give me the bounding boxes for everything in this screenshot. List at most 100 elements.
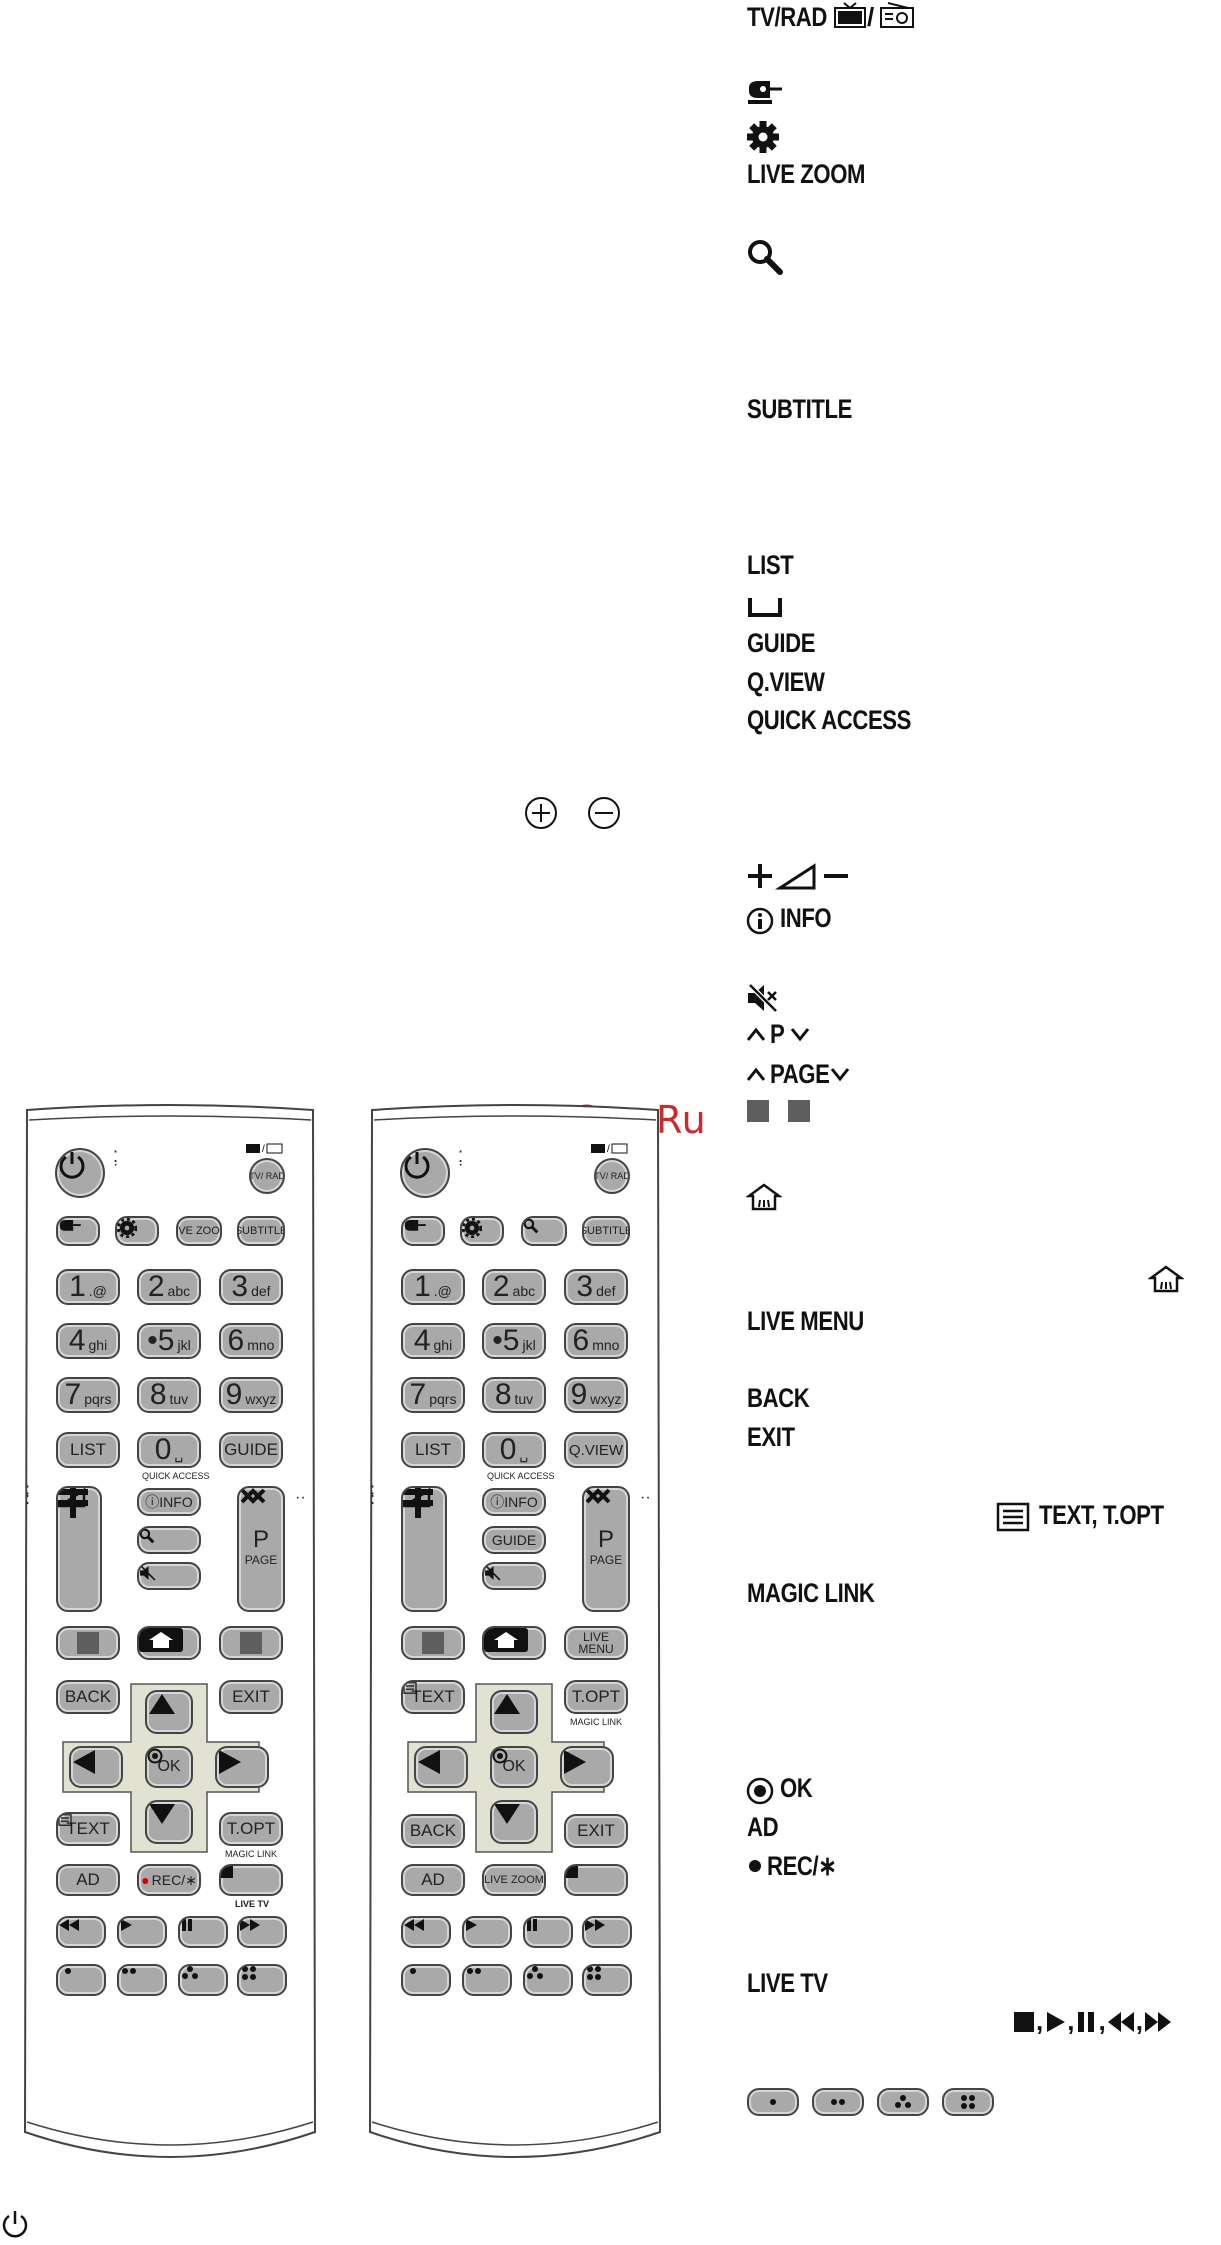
rewind-button[interactable]	[56, 1916, 106, 1948]
fast-forward-button[interactable]	[582, 1916, 632, 1948]
color-square	[788, 1100, 811, 1122]
pause-icon	[1078, 2011, 1095, 2032]
input-button[interactable]	[56, 1216, 100, 1246]
guide-button[interactable]: GUIDE	[219, 1432, 283, 1468]
back-button[interactable]: BACK	[56, 1680, 120, 1714]
settings-button[interactable]	[115, 1216, 159, 1246]
pause-button[interactable]	[523, 1916, 573, 1948]
subtitle-button[interactable]: SUBTITLE	[582, 1216, 630, 1246]
arrow-left-button[interactable]	[69, 1746, 123, 1788]
pause-button[interactable]	[178, 1916, 228, 1948]
key-digit: 6	[572, 1324, 590, 1357]
input-button[interactable]	[401, 1216, 445, 1246]
stop-button[interactable]	[219, 1864, 283, 1896]
play-button[interactable]	[462, 1916, 512, 1948]
arrow-left-button[interactable]	[414, 1746, 468, 1788]
volume-rocker[interactable]	[401, 1486, 447, 1612]
q-view-button[interactable]: Q.VIEW	[564, 1432, 628, 1468]
ad-button[interactable]: AD	[56, 1864, 120, 1896]
mute-button[interactable]	[137, 1562, 201, 1590]
dot3-button[interactable]	[523, 1964, 573, 1996]
search-button[interactable]	[137, 1526, 201, 1554]
dot3-button[interactable]	[178, 1964, 228, 1996]
arrow-down-button[interactable]	[145, 1800, 193, 1844]
volume-rocker[interactable]	[56, 1486, 102, 1612]
dot4-button[interactable]	[582, 1964, 632, 1996]
guide-button[interactable]: GUIDE	[482, 1526, 546, 1554]
live-zoom-button[interactable]: LIVE ZOOM	[176, 1216, 222, 1246]
dot4-button[interactable]	[237, 1964, 287, 1996]
dot2-button[interactable]	[462, 1964, 512, 1996]
dot1-button[interactable]	[56, 1964, 106, 1996]
rewind-button[interactable]	[401, 1916, 451, 1948]
mute-button[interactable]	[482, 1562, 546, 1590]
rec-button[interactable]: ●REC/∗	[137, 1864, 201, 1896]
text-button[interactable]: TEXT	[401, 1680, 465, 1714]
number-key-1[interactable]: 1.@	[56, 1269, 120, 1305]
t-opt-button[interactable]: T.OPT	[219, 1812, 283, 1846]
arrow-down-icon	[494, 1804, 520, 1824]
color-button-left[interactable]	[401, 1626, 465, 1660]
info-button[interactable]: ⓘINFO	[482, 1488, 546, 1516]
exit-button[interactable]: EXIT	[564, 1814, 628, 1848]
ad-button[interactable]: AD	[401, 1864, 465, 1896]
stop-button[interactable]	[564, 1864, 628, 1896]
ok-button[interactable]: OK	[145, 1746, 193, 1788]
text-button[interactable]: TEXT	[56, 1812, 120, 1846]
dot2-icon	[467, 1968, 481, 1974]
arrow-up-button[interactable]	[145, 1690, 193, 1734]
power-button[interactable]	[400, 1148, 450, 1198]
subtitle-button[interactable]: SUBTITLE	[237, 1216, 285, 1246]
search-button[interactable]	[521, 1216, 567, 1246]
arrow-right-button[interactable]	[560, 1746, 614, 1788]
arrow-down-button[interactable]	[490, 1800, 538, 1844]
tv-rad-button[interactable]: TV/ RAD	[249, 1158, 285, 1194]
play-button[interactable]	[117, 1916, 167, 1948]
page-rocker[interactable]: P PAGE	[237, 1486, 285, 1612]
color-button-right[interactable]	[219, 1626, 283, 1660]
fast-forward-button[interactable]	[237, 1916, 287, 1948]
zero-button[interactable]: 0␣	[137, 1432, 201, 1468]
list-button[interactable]: LIST	[56, 1432, 120, 1468]
text-label: TEXT	[411, 1687, 455, 1706]
input-icon	[404, 1220, 426, 1231]
info-button[interactable]: ⓘINFO	[137, 1488, 201, 1516]
power-button[interactable]	[55, 1148, 105, 1198]
color-button-left[interactable]	[56, 1626, 120, 1660]
home-button[interactable]	[482, 1626, 546, 1660]
live-zoom-button[interactable]: LIVE ZOOM	[482, 1864, 546, 1896]
list-button[interactable]: LIST	[401, 1432, 465, 1468]
arrow-right-button[interactable]	[215, 1746, 269, 1788]
dot2-button[interactable]	[117, 1964, 167, 1996]
ok-button[interactable]: OK	[490, 1746, 538, 1788]
dot1-button[interactable]	[401, 1964, 451, 1996]
tv-rad-button[interactable]: TV/ RAD	[594, 1158, 630, 1194]
zero-button[interactable]: 0␣	[482, 1432, 546, 1468]
t-opt-button[interactable]: T.OPT	[564, 1680, 628, 1714]
number-key-1[interactable]: 1.@	[401, 1269, 465, 1305]
pause-icon	[182, 1919, 192, 1931]
settings-button[interactable]	[460, 1216, 504, 1246]
home-button[interactable]	[137, 1626, 201, 1660]
back-button[interactable]: BACK	[401, 1814, 465, 1848]
page-rocker[interactable]: P PAGE	[582, 1486, 630, 1612]
arrow-up-button[interactable]	[490, 1690, 538, 1734]
exit-button[interactable]: EXIT	[219, 1680, 283, 1714]
